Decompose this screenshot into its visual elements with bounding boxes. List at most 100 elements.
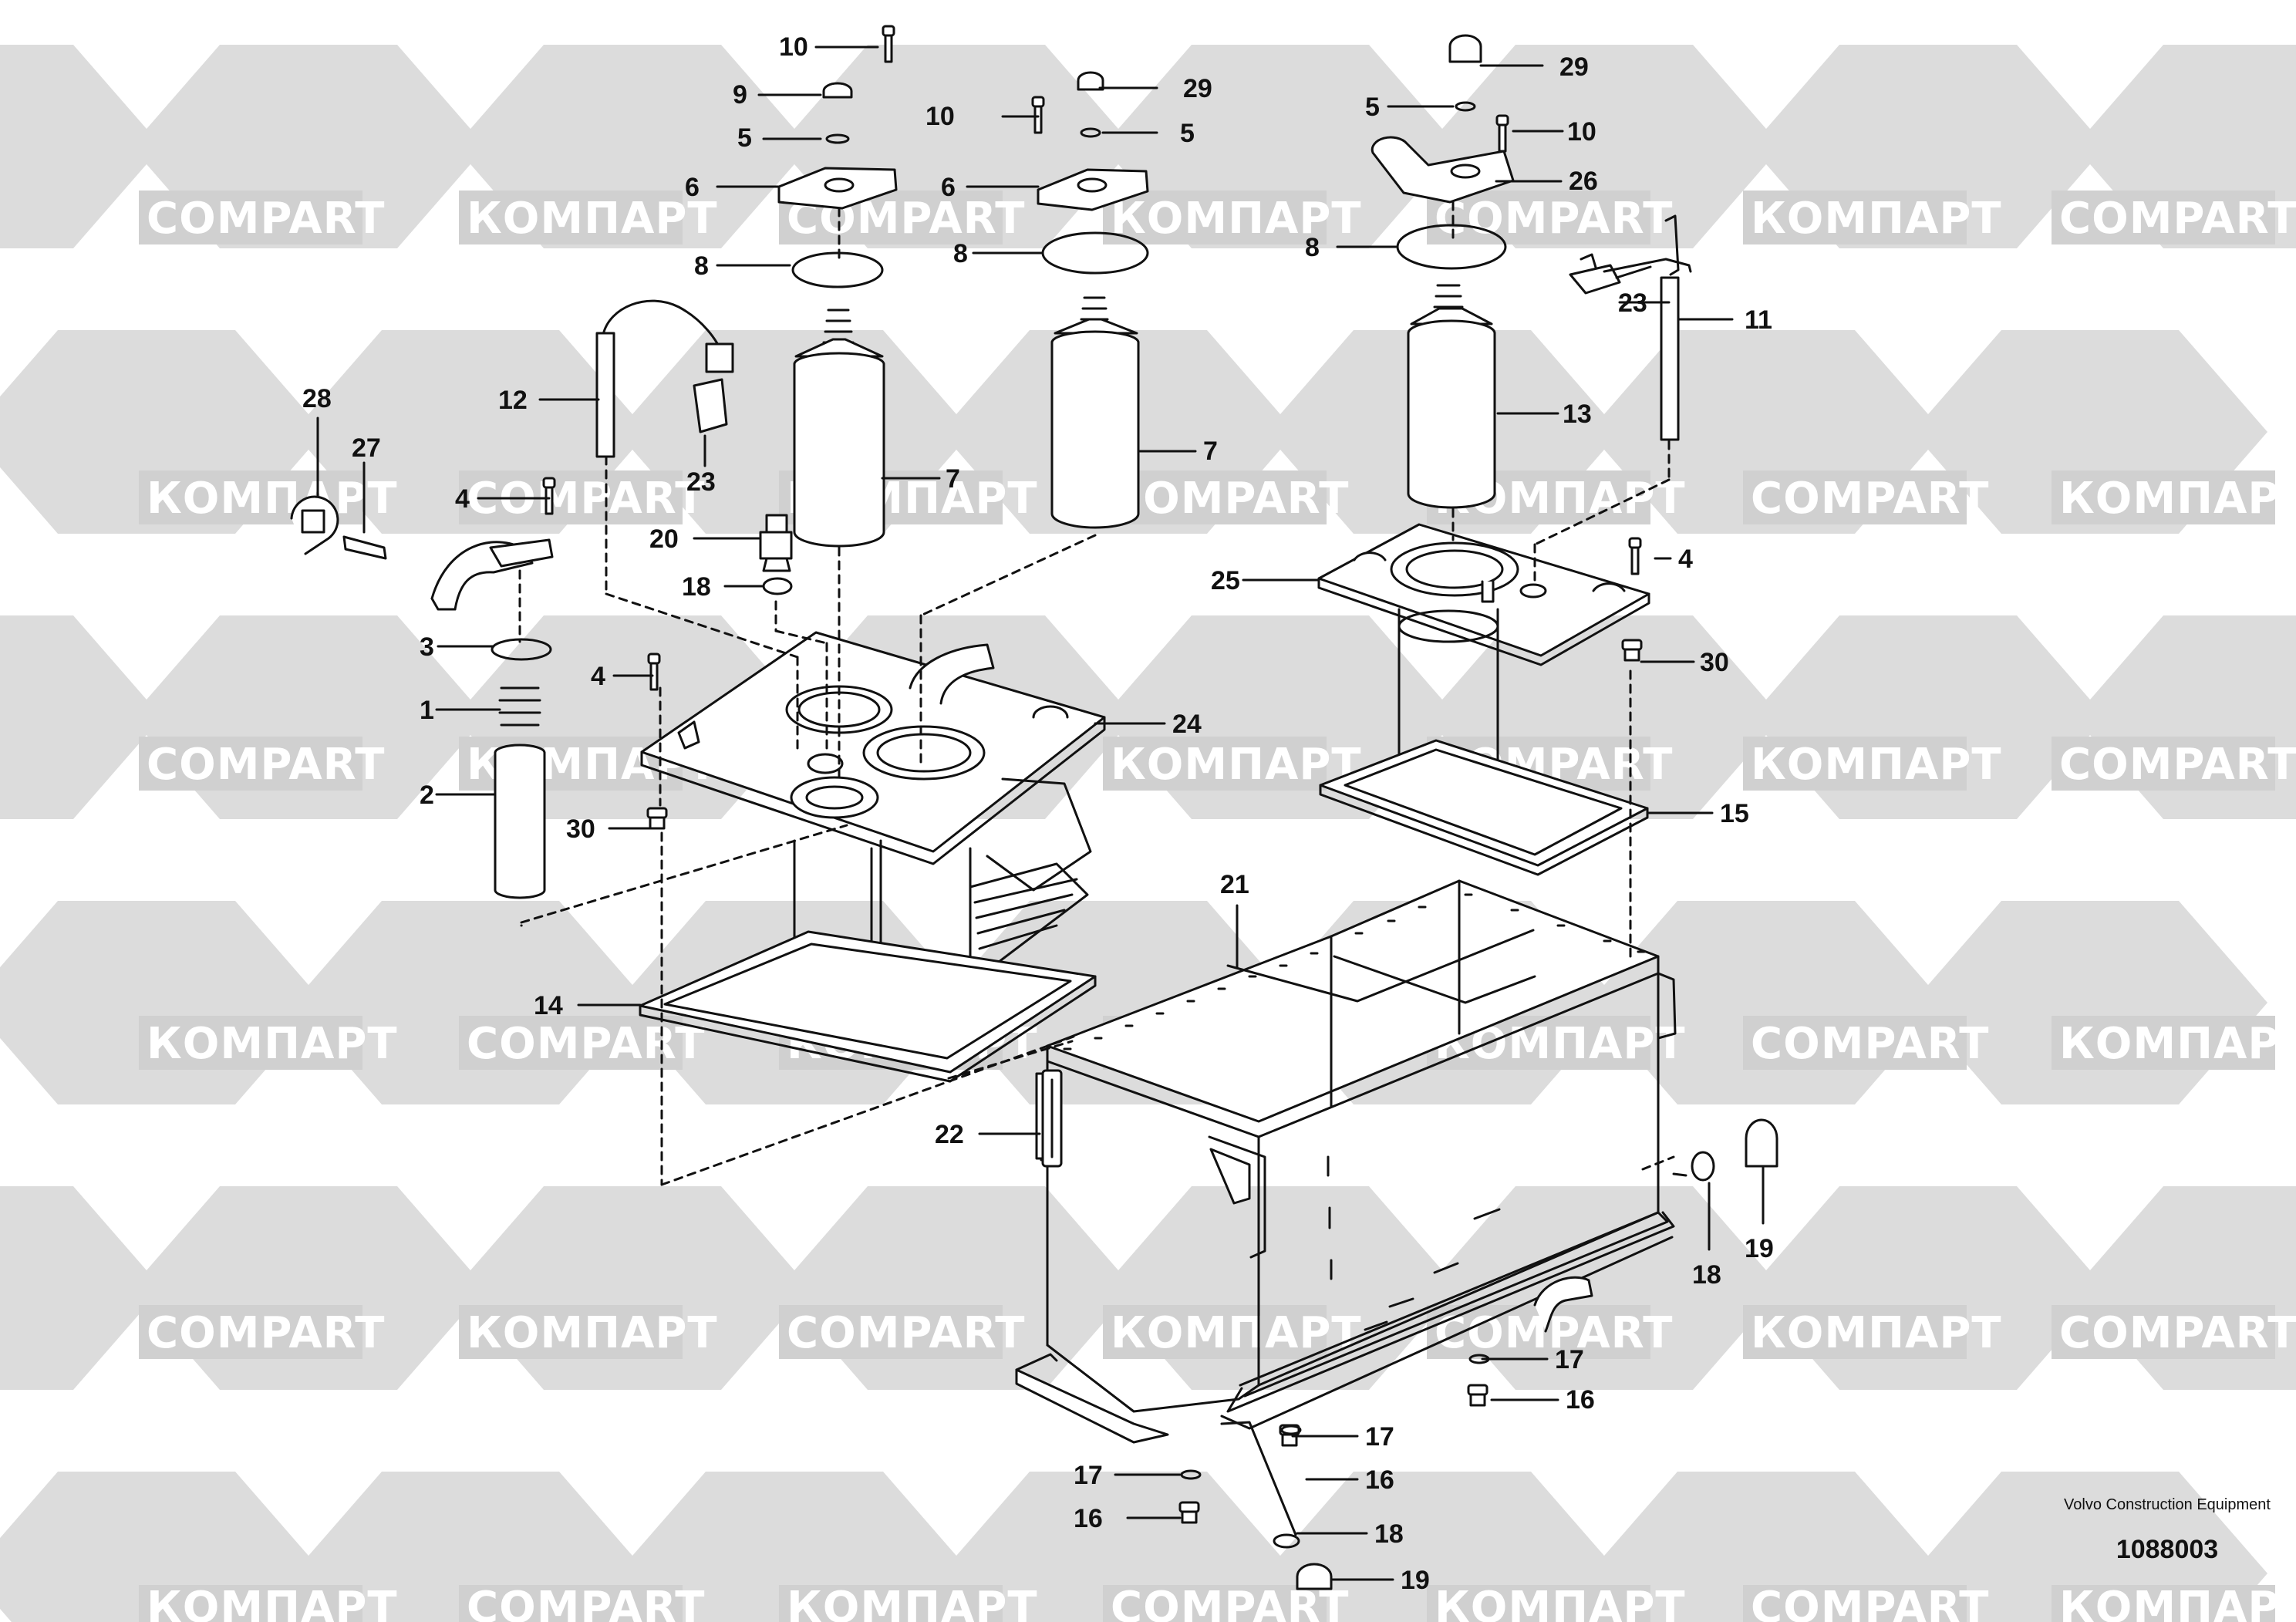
callout-5: 5 [1365, 93, 1380, 122]
callout-18: 18 [1692, 1260, 1721, 1290]
sight-glass [1041, 1069, 1063, 1168]
svg-text:КОМПАРТ: КОМПАРТ [1751, 1308, 2002, 1358]
callout-20: 20 [649, 524, 679, 554]
svg-text:COMPART: COMPART [1435, 1308, 1673, 1358]
callout-30: 30 [1700, 648, 1729, 677]
callout-18: 18 [1374, 1519, 1404, 1549]
pressure-switch [759, 514, 793, 595]
callout-10: 10 [779, 32, 808, 62]
callout-17: 17 [1074, 1461, 1103, 1490]
filter-assembly-left [777, 25, 898, 548]
callout-10: 10 [1567, 117, 1596, 147]
callout-25: 25 [1211, 566, 1240, 595]
svg-text:КОМПАРТ: КОМПАРТ [467, 1308, 718, 1358]
svg-text:COMPART: COMPART [147, 740, 385, 790]
callout-23: 23 [1618, 288, 1647, 318]
filter-assembly-right [1371, 34, 1515, 509]
callout-9: 9 [733, 80, 747, 110]
svg-text:COMPART: COMPART [1111, 474, 1349, 524]
callout-labels: 10 9 5 6 8 29 10 5 6 8 29 5 10 26 8 23 1… [302, 32, 1774, 1595]
svg-text:КОМПАРТ: КОМПАРТ [147, 474, 398, 524]
callout-19: 19 [1745, 1234, 1774, 1263]
gasket-right [1319, 739, 1649, 876]
callout-7: 7 [1203, 437, 1218, 466]
callout-2: 2 [420, 781, 434, 810]
svg-text:COMPART: COMPART [467, 1019, 705, 1069]
callout-30: 30 [566, 814, 595, 844]
leader-lines [316, 46, 1765, 1581]
svg-text:КОМПАРТ: КОМПАРТ [2059, 1583, 2296, 1622]
callout-3: 3 [420, 632, 434, 662]
svg-text:COMPART: COMPART [1435, 194, 1673, 244]
svg-text:COMPART: COMPART [2059, 194, 2296, 244]
callout-5: 5 [1180, 119, 1195, 148]
level-sensor-right [1569, 214, 1692, 441]
cover-plate-left [640, 631, 1106, 1018]
callout-23: 23 [686, 467, 716, 497]
drain-fittings [1178, 1118, 1778, 1590]
manufacturer-label: Volvo Construction Equipment [2064, 1496, 2271, 1513]
callout-27: 27 [352, 433, 381, 463]
svg-text:КОМПАРТ: КОМПАРТ [1111, 740, 1362, 790]
svg-text:COMPART: COMPART [1751, 474, 1989, 524]
assembly-dashed-lines [520, 201, 1675, 1186]
callout-11: 11 [1745, 305, 1772, 335]
svg-text:КОМПАРТ: КОМПАРТ [1751, 194, 2002, 244]
callout-18: 18 [682, 572, 711, 602]
callout-29: 29 [1559, 52, 1589, 82]
svg-text:COMPART: COMPART [1751, 1583, 1989, 1622]
svg-text:COMPART: COMPART [147, 194, 385, 244]
svg-text:КОМПАРТ: КОМПАРТ [2059, 1019, 2296, 1069]
callout-24: 24 [1172, 710, 1202, 739]
svg-text:COMPART: COMPART [147, 1308, 385, 1358]
callout-14: 14 [534, 991, 563, 1020]
callout-8: 8 [1305, 233, 1320, 262]
callout-13: 13 [1563, 400, 1592, 429]
svg-text:COMPART: COMPART [2059, 1308, 2296, 1358]
callout-4: 4 [591, 662, 605, 691]
callout-16: 16 [1074, 1504, 1103, 1533]
callout-12: 12 [498, 386, 528, 415]
callout-21: 21 [1220, 870, 1249, 899]
callout-17: 17 [1365, 1422, 1394, 1452]
svg-text:КОМПАРТ: КОМПАРТ [467, 194, 718, 244]
callout-28: 28 [302, 384, 332, 413]
level-sensor-left [595, 299, 734, 458]
callout-4: 4 [455, 484, 470, 514]
svg-text:КОМПАРТ: КОМПАРТ [2059, 474, 2296, 524]
callout-8: 8 [694, 251, 709, 281]
svg-text:КОМПАРТ: КОМПАРТ [1751, 740, 2002, 790]
svg-text:КОМПАРТ: КОМПАРТ [147, 1583, 398, 1622]
svg-text:COMPART: COMPART [1751, 1019, 1989, 1069]
callout-16: 16 [1365, 1465, 1394, 1495]
callout-8: 8 [953, 239, 968, 268]
callout-19: 19 [1401, 1566, 1430, 1595]
svg-text:КОМПАРТ: КОМПАРТ [1111, 1308, 1362, 1358]
callout-29: 29 [1183, 74, 1212, 103]
callout-15: 15 [1720, 799, 1749, 828]
callout-1: 1 [420, 696, 434, 725]
callout-16: 16 [1566, 1385, 1595, 1415]
callout-17: 17 [1555, 1345, 1584, 1374]
filter-assembly-middle [1031, 71, 1149, 529]
callout-26: 26 [1569, 167, 1598, 196]
callout-10: 10 [925, 102, 955, 131]
watermark-pattern: COMPART КОМПАРТ COMPART КОМПАРТ COMPART … [0, 45, 2296, 1622]
cover-plate-right [1317, 523, 1650, 813]
figure-code: 1088003 [2116, 1535, 2219, 1564]
callout-4: 4 [1678, 545, 1693, 574]
hydraulic-tank [1015, 879, 1687, 1444]
svg-text:КОМПАРТ: КОМПАРТ [787, 1583, 1038, 1622]
callout-6: 6 [685, 173, 700, 202]
callout-5: 5 [737, 123, 752, 153]
svg-text:КОМПАРТ: КОМПАРТ [147, 1019, 398, 1069]
breather-assembly [290, 477, 556, 899]
callout-7: 7 [946, 464, 960, 494]
svg-text:COMPART: COMPART [787, 1308, 1025, 1358]
callout-6: 6 [941, 173, 956, 202]
callout-22: 22 [935, 1120, 964, 1149]
svg-text:COMPART: COMPART [2059, 740, 2296, 790]
svg-text:КОМПАРТ: КОМПАРТ [1435, 1583, 1686, 1622]
svg-text:COMPART: COMPART [467, 1583, 705, 1622]
